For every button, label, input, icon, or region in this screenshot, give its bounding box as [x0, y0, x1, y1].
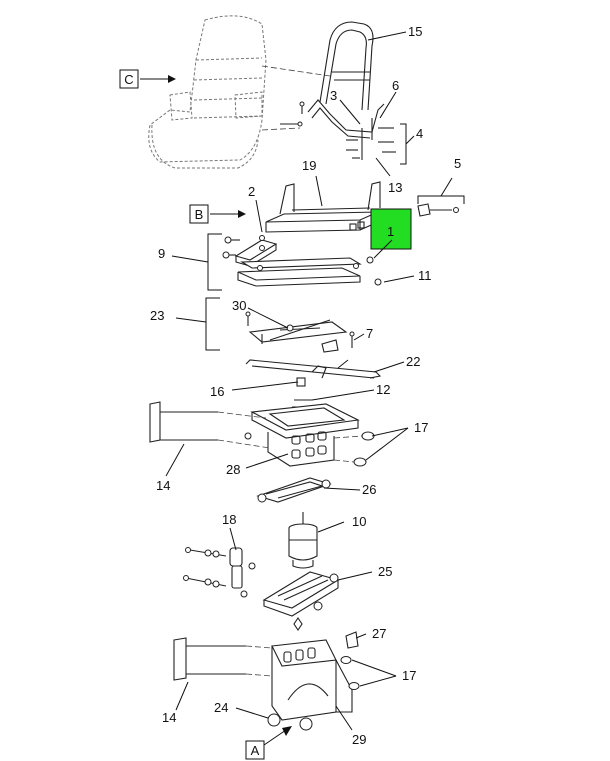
view-label-a: A: [245, 740, 265, 760]
callout-13: 13: [388, 180, 402, 195]
callout-11: 11: [418, 268, 432, 283]
lower-frame: [262, 571, 340, 617]
seat-ghost-outline: [148, 15, 331, 169]
link-bracket: [256, 477, 332, 503]
callout-12: 12: [376, 382, 390, 397]
callout-10: 10: [352, 514, 366, 529]
callout-2: 2: [248, 184, 255, 199]
air-spring: [288, 512, 318, 569]
highlight-item-1: [370, 208, 412, 250]
callout-9: 9: [158, 246, 165, 261]
callout-29: 29: [352, 732, 366, 747]
callout-17-upper: 17: [414, 420, 428, 435]
callout-17-lower: 17: [402, 668, 416, 683]
view-arrows: [140, 75, 292, 746]
callout-27: 27: [372, 626, 386, 641]
callout-30: 30: [232, 298, 246, 313]
callout-28: 28: [226, 462, 240, 477]
item5-hardware: [417, 203, 459, 217]
svg-text:C: C: [124, 72, 133, 87]
leader-lines: [165, 31, 465, 731]
callout-26: 26: [362, 482, 376, 497]
svg-text:B: B: [195, 207, 204, 222]
callout-19: 19: [302, 158, 316, 173]
upper-link-rods: [149, 401, 271, 449]
callout-3: 3: [330, 88, 337, 103]
cross-rod: [245, 359, 382, 379]
callout-7: 7: [366, 326, 373, 341]
slide-rail-assembly: [222, 235, 382, 287]
base-hardware: [340, 631, 360, 690]
callout-18: 18: [222, 512, 236, 527]
callout-6: 6: [392, 78, 399, 93]
svg-text:A: A: [251, 743, 260, 758]
callout-4: 4: [416, 126, 423, 141]
lower-slide-assembly: [245, 311, 355, 353]
callout-23: 23: [150, 308, 164, 323]
view-label-b: B: [189, 204, 209, 224]
callout-25: 25: [378, 564, 392, 579]
backframe-bolts: [280, 101, 396, 160]
base-riser: [267, 617, 353, 731]
callout-1: 1: [387, 224, 394, 239]
callout-22: 22: [406, 354, 420, 369]
callout-16: 16: [210, 384, 224, 399]
shock-absorber: [183, 547, 256, 598]
view-label-c: C: [119, 69, 139, 89]
callout-14-upper: 14: [156, 478, 170, 493]
callout-24: 24: [214, 700, 228, 715]
upper-bushings: [333, 431, 375, 467]
callout-14-lower: 14: [162, 710, 176, 725]
callout-15: 15: [408, 24, 422, 39]
callout-labels: 15 3 6 4 13 5 19 2 1 9 11 30 23 7 22 16 …: [150, 24, 461, 747]
seat-back-frame: [307, 21, 385, 139]
seat-pan: [265, 181, 381, 233]
upper-suspension-frame: [244, 403, 360, 467]
lower-link-rods: [173, 637, 273, 681]
callout-5: 5: [454, 156, 461, 171]
